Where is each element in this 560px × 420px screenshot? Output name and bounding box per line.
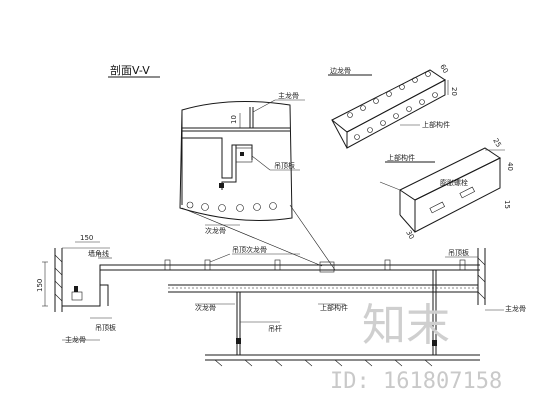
section-title: 剖面V-V	[110, 63, 150, 77]
dim-25-label: 25	[491, 137, 502, 149]
dim-15-label: 15	[503, 200, 511, 209]
left-wall: 150 150	[36, 234, 110, 312]
dim-20-label: 20	[450, 87, 458, 96]
detail-main-label: 主龙骨	[278, 91, 299, 100]
ceiling-panel-left: 吊顶板	[95, 323, 116, 332]
sub-keel-label: 次龙骨	[195, 303, 216, 312]
watermark-id: ID: 161807158	[330, 369, 502, 394]
main-keel-left: 主龙骨	[65, 335, 86, 344]
ceiling-panel-right: 吊顶板	[448, 248, 469, 257]
dim-150-top: 150	[80, 234, 93, 242]
channel-bracket: 25 40 15 30	[399, 137, 514, 241]
wall-angle-label: 墙角线	[88, 249, 109, 258]
side-keel-label: 边龙骨	[330, 66, 351, 75]
dim-40-label: 40	[506, 162, 514, 171]
watermark-brand: 知末	[362, 300, 450, 351]
anchor-label: 膨胀螺栓	[440, 178, 468, 187]
dim-30-label: 30	[404, 229, 415, 241]
detail-panel-label: 吊顶板	[274, 161, 295, 170]
channel-side-label: 上部构件	[387, 153, 415, 162]
dim-10-label: 10	[230, 115, 238, 124]
dim-60-label: 60	[438, 63, 449, 75]
keel-label-main: 吊顶次龙骨	[232, 245, 267, 254]
dim-150-left: 150	[36, 279, 44, 292]
detail-bubble: 10	[179, 100, 293, 221]
channel-top-label: 上部构件	[422, 120, 450, 129]
main-keel-right: 主龙骨	[505, 304, 526, 313]
hanger-label: 吊杆	[268, 324, 282, 333]
channel-label-main: 上部构件	[320, 303, 348, 312]
perforated-angle: 20 60	[331, 63, 458, 149]
keel-label: 次龙骨	[205, 226, 226, 235]
